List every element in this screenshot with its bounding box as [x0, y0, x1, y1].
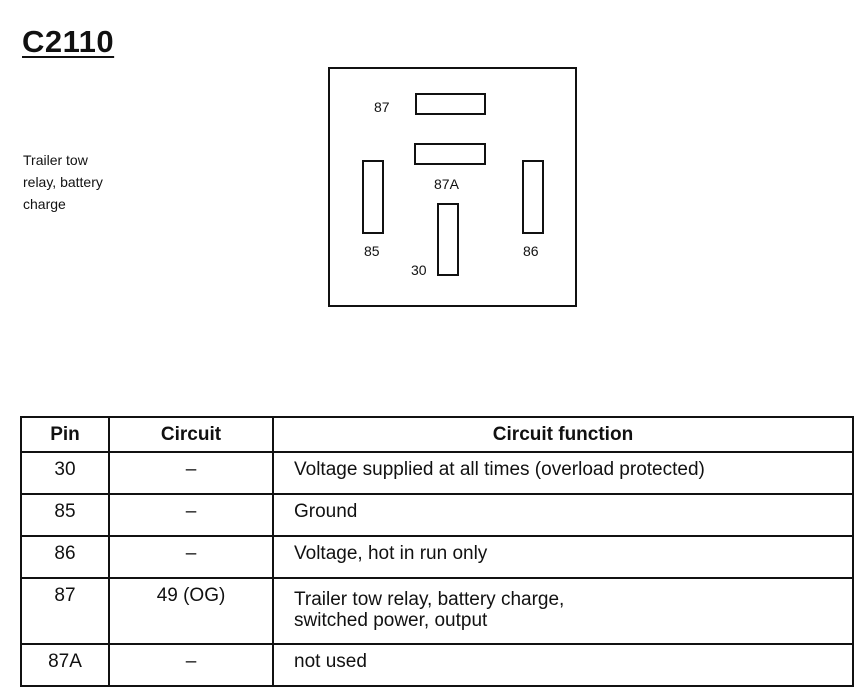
table-row: 87 49 (OG) Trailer tow relay, battery ch…: [20, 577, 854, 645]
pin-85-terminal: [362, 160, 384, 234]
table-row: 87A – not used: [20, 643, 854, 687]
header-circuit: Circuit: [108, 416, 274, 453]
table-row: 86 – Voltage, hot in run only: [20, 535, 854, 579]
cell-function: not used: [272, 643, 854, 687]
table-row: 30 – Voltage supplied at all times (over…: [20, 451, 854, 495]
function-line: Trailer tow relay, battery charge,: [294, 589, 565, 610]
pin-87a-terminal: [414, 143, 486, 165]
table-row: 85 – Ground: [20, 493, 854, 537]
cell-circuit: –: [108, 535, 274, 579]
cell-circuit: –: [108, 451, 274, 495]
pin-30-terminal: [437, 203, 459, 276]
cell-circuit: 49 (OG): [108, 577, 274, 645]
pin-85-label: 85: [364, 243, 380, 259]
description-line: relay, battery: [23, 174, 103, 190]
description-line: Trailer tow: [23, 152, 88, 168]
cell-function: Trailer tow relay, battery charge, switc…: [272, 577, 854, 645]
cell-function: Voltage, hot in run only: [272, 535, 854, 579]
cell-pin: 87: [20, 577, 110, 645]
cell-pin: 30: [20, 451, 110, 495]
cell-circuit: –: [108, 643, 274, 687]
pin-30-label: 30: [411, 262, 427, 278]
cell-pin: 86: [20, 535, 110, 579]
cell-circuit: –: [108, 493, 274, 537]
header-circuit-function: Circuit function: [272, 416, 854, 453]
pin-87-label: 87: [374, 99, 390, 115]
cell-function: Voltage supplied at all times (overload …: [272, 451, 854, 495]
connector-title: C2110: [22, 24, 115, 59]
connector-face-diagram: 87 87A 85 86 30: [328, 67, 577, 307]
function-line: switched power, output: [294, 610, 488, 631]
description-line: charge: [23, 196, 66, 212]
pin-87a-label: 87A: [434, 176, 459, 192]
pin-87-terminal: [415, 93, 486, 115]
cell-pin: 85: [20, 493, 110, 537]
pin-86-label: 86: [523, 243, 539, 259]
header-pin: Pin: [20, 416, 110, 453]
table-header-row: Pin Circuit Circuit function: [20, 416, 854, 453]
function-line: Voltage, hot in run only: [294, 543, 488, 564]
function-line: not used: [294, 651, 367, 672]
function-line: Voltage supplied at all times (overload …: [294, 459, 705, 480]
pin-function-table: Pin Circuit Circuit function 30 – Voltag…: [20, 416, 854, 687]
cell-pin: 87A: [20, 643, 110, 687]
function-line: Ground: [294, 501, 358, 522]
pin-86-terminal: [522, 160, 544, 234]
cell-function: Ground: [272, 493, 854, 537]
connector-description: Trailer tow relay, battery charge: [23, 149, 143, 215]
